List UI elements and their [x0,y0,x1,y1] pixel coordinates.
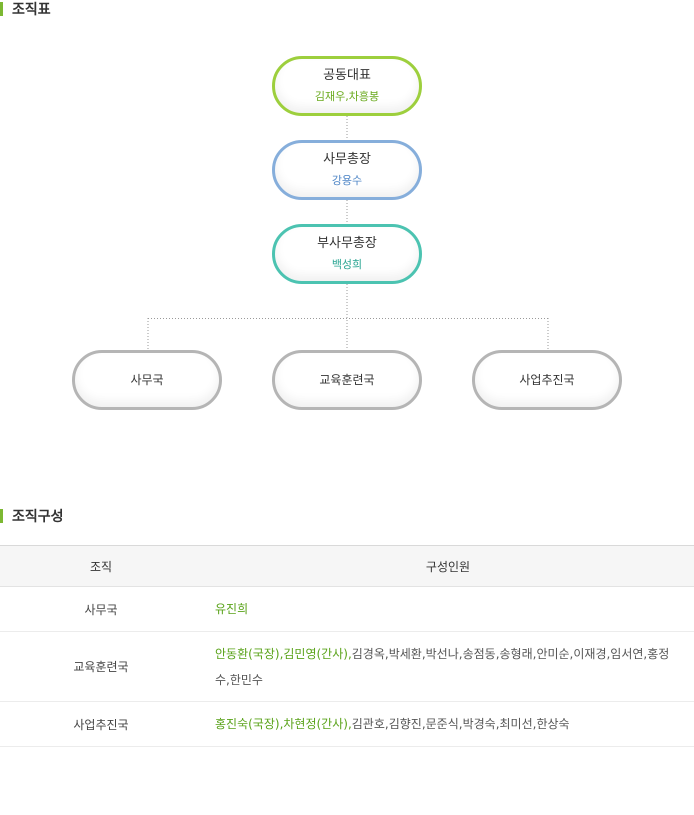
dept-name: 사무국 [130,373,164,387]
dept-cell: 교육훈련국 [0,631,202,702]
dept-box-education: 교육훈련국 [272,350,422,410]
column-header-members: 구성인원 [202,545,694,587]
secretary-general-name: 강용수 [331,174,363,187]
ceo-names: 김재우,차흥봉 [314,90,380,103]
secretary-general-title: 사무총장 [323,152,371,167]
table-header-row: 조직 구성인원 [0,545,694,587]
members-cell: 안동환(국장),김민영(간사),김경옥,박세환,박선나,송점동,송형래,안미순,… [202,631,694,702]
members-cell: 유진희 [202,586,694,632]
section-title-text: 조직표 [12,2,51,18]
dept-cell: 사업추진국 [0,701,202,747]
dept-name: 사업추진국 [519,373,575,387]
highlighted-members: 홍진숙(국장),차현정(간사), [215,717,352,731]
ceo-box: 공동대표 김재우,차흥봉 [272,56,422,116]
ceo-title: 공동대표 [323,68,371,83]
highlighted-members: 안동환(국장),김민영(간사), [215,646,352,661]
members-cell: 홍진숙(국장),차현정(간사),김관호,김향진,문준식,박경숙,최미선,한상숙 [202,701,694,747]
section-title-org-chart: 조직표 [0,0,51,18]
table-row: 사무국 유진희 [0,586,694,632]
table-row: 교육훈련국 안동환(국장),김민영(간사),김경옥,박세환,박선나,송점동,송형… [0,631,694,702]
section-title-text: 조직구성 [12,509,64,525]
other-members: 김관호,김향진,문준식,박경숙,최미선,한상숙 [351,717,570,731]
column-header-dept: 조직 [0,545,202,587]
deputy-secretary-general-title: 부사무총장 [317,236,377,251]
secretary-general-box: 사무총장 강용수 [272,140,422,200]
dept-name: 교육훈련국 [319,373,375,387]
dept-cell: 사무국 [0,586,202,632]
connector-lines [147,116,549,352]
section-marker [0,509,3,523]
other-members: 김경옥,박세환,박선나,송점동,송형래,안미순,이재경,임서연,홍정수,한민수 [215,646,670,687]
deputy-secretary-general-box: 부사무총장 백성희 [272,224,422,284]
org-chart: 공동대표 김재우,차흥봉 사무총장 강용수 부사무총장 백성희 사무국 교육훈련… [0,30,694,430]
table-row: 사업추진국 홍진숙(국장),차현정(간사),김관호,김향진,문준식,박경숙,최미… [0,701,694,747]
members-table: 조직 구성인원 사무국 유진희 교육훈련국 안동환(국장),김민영(간사),김경… [0,545,694,747]
section-marker [0,2,3,16]
section-title-org-members: 조직구성 [0,507,64,525]
dept-box-business: 사업추진국 [472,350,622,410]
deputy-secretary-general-name: 백성희 [331,258,363,271]
highlighted-members: 유진희 [215,602,249,616]
dept-box-secretariat: 사무국 [72,350,222,410]
